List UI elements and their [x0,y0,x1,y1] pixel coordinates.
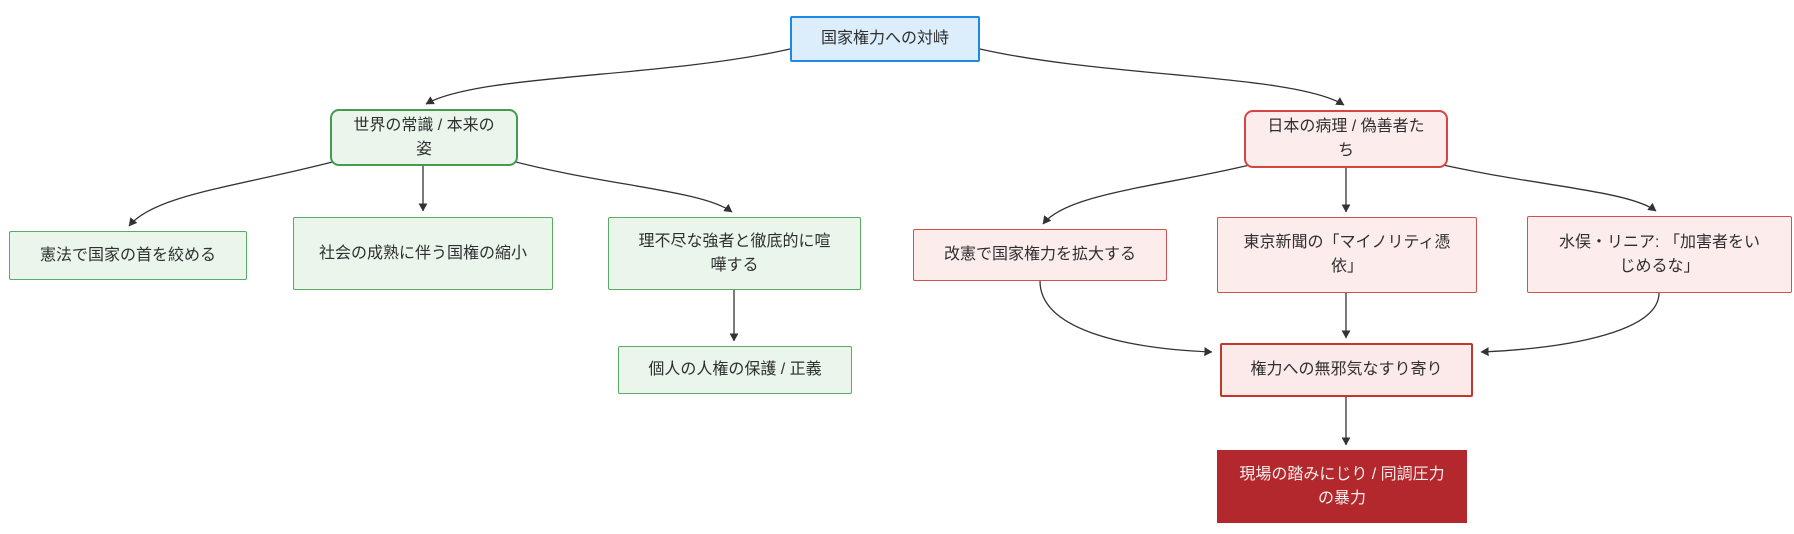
edge-world-constitution [128,159,341,227]
node-root: 国家権力への対峙 [790,16,980,62]
edge-japan-kaiken [1042,161,1263,225]
node-minamata-linear: 水俣・リニア: 「加害者をいじめるな」 [1527,216,1792,293]
edge-root-japan [979,48,1345,106]
node-constitutional-revision: 改憲で国家権力を拡大する [913,229,1167,281]
edge-root-world [425,48,791,105]
node-conformity-violence: 現場の踏みにじり / 同調圧力の暴力 [1217,450,1467,523]
node-world-common-sense: 世界の常識 / 本来の姿 [330,109,518,166]
node-social-maturity: 社会の成熟に伴う国権の縮小 [293,217,553,290]
node-individual-rights: 個人の人権の保護 / 正義 [618,346,852,394]
edge-world-fight [507,159,733,213]
node-japan-pathology: 日本の病理 / 偽善者たち [1244,110,1448,168]
edge-japan-minamata [1429,161,1657,212]
node-constitution: 憲法で国家の首を絞める [9,231,247,280]
node-fight-strong: 理不尽な強者と徹底的に喧嘩する [608,217,861,290]
node-tokyo-shimbun: 東京新聞の「マイノリティ憑依」 [1217,217,1477,293]
edge-kaiken-snuggle [1039,280,1213,357]
edge-minamata-snuggle [1480,292,1660,357]
node-snuggle-to-power: 権力への無邪気なすり寄り [1220,343,1473,397]
